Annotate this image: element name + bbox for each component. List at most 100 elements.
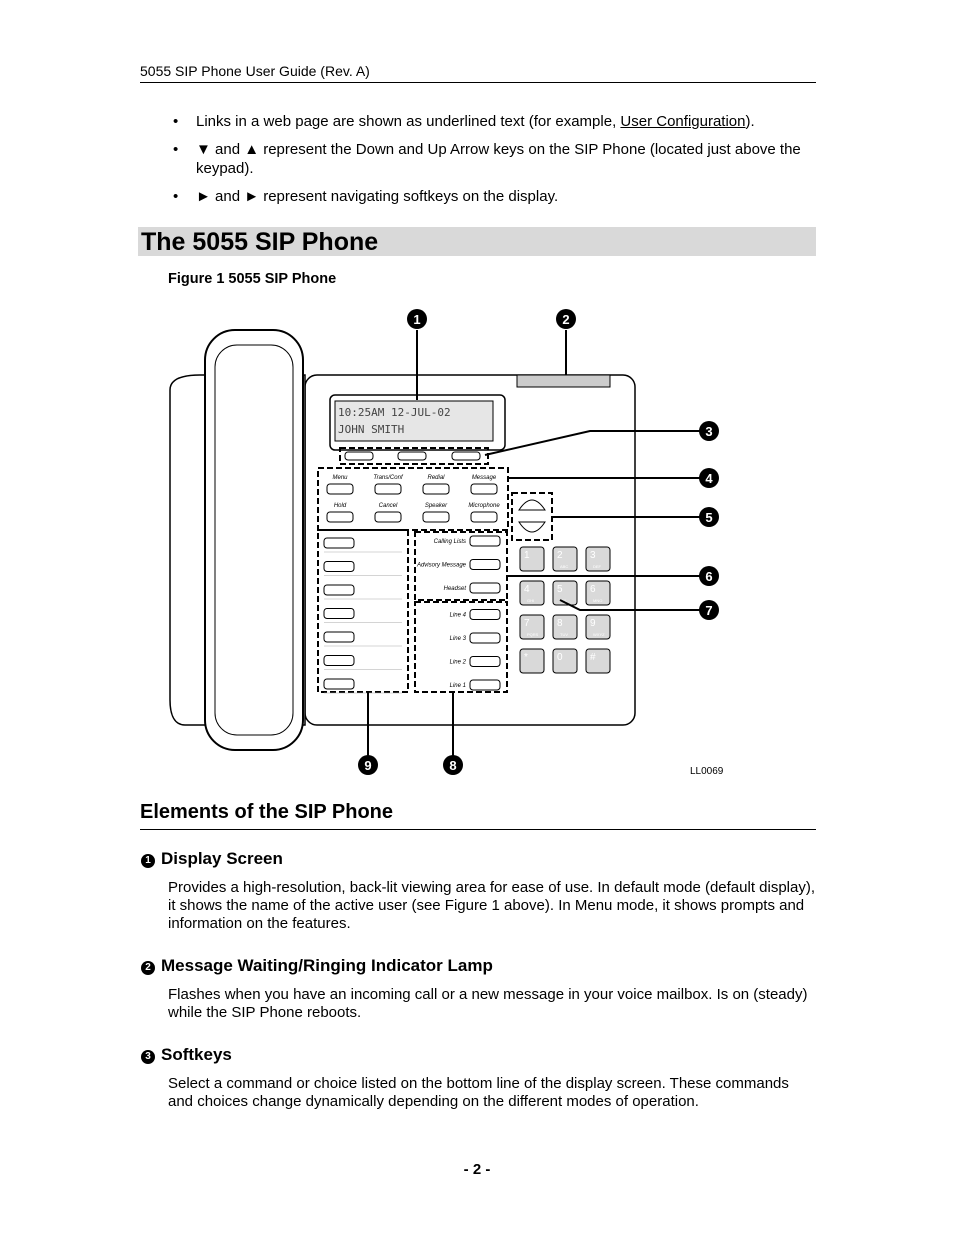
feature-key-label: Menu: [332, 475, 348, 481]
programmable-key: [323, 631, 355, 643]
keypad-digit: 1: [524, 550, 530, 561]
keypad-digit: #: [590, 652, 596, 663]
feature-key-label: Redial: [427, 475, 445, 481]
line-key-label: Line 4: [450, 613, 467, 619]
feature-key-label: Microphone: [468, 503, 500, 509]
indicator-lamp: [516, 374, 611, 388]
keypad-digit: 2: [557, 550, 563, 561]
callout-badge: [699, 600, 719, 620]
line-key-label: Line 2: [450, 660, 467, 666]
item-body-softkeys: Select a command or choice listed on the…: [168, 1075, 789, 1110]
line-key: [469, 582, 501, 594]
figure-caption: Figure 1 5055 SIP Phone: [168, 271, 337, 287]
feature-key-label: Trans/Conf: [373, 475, 404, 481]
header-rule: [140, 82, 816, 83]
keypad-digit: 3: [590, 550, 596, 561]
line-key: [469, 535, 501, 547]
user-configuration-link[interactable]: User Configuration: [620, 113, 746, 130]
callout-number: 9: [364, 758, 371, 773]
line-key-label: Calling Lists: [434, 539, 466, 545]
callout-badge: [556, 309, 576, 329]
keypad-letters: DEF: [593, 564, 602, 569]
keypad-digit: 8: [557, 618, 563, 629]
bullet-item: ► and ► represent navigating softkeys on…: [168, 187, 816, 206]
line-key-label: Line 1: [450, 683, 466, 689]
callout-number: 5: [705, 510, 712, 525]
bullet-item: ▼ and ▲ represent the Down and Up Arrow …: [168, 140, 816, 178]
callout-number: 8: [449, 758, 456, 773]
number-badge: 3: [141, 1050, 155, 1064]
keypad-letters: JKL: [560, 598, 568, 603]
softkey: [397, 451, 427, 461]
callout-number: 6: [705, 569, 712, 584]
keypad-letters: MNO: [593, 598, 602, 603]
display-screen: [334, 400, 494, 442]
feature-key-label: Message: [472, 475, 497, 481]
callout-badge: [699, 468, 719, 488]
feature-key-label: Speaker: [425, 503, 448, 509]
keypad-digit: 6: [590, 584, 596, 595]
section-title: The 5055 SIP Phone: [141, 228, 379, 256]
keypad-digit: 9: [590, 618, 596, 629]
callout-badge: [443, 755, 463, 775]
subsection-title: Elements of the SIP Phone: [140, 801, 394, 823]
callout-badge: [699, 507, 719, 527]
display-line-2: JOHN SMITH: [338, 423, 404, 436]
bullet-list: Links in a web page are shown as underli…: [168, 112, 816, 215]
keypad-key: [552, 648, 578, 674]
keypad-letters: ABC: [560, 564, 568, 569]
programmable-key: [323, 584, 355, 596]
page-header: 5055 SIP Phone User Guide (Rev. A): [140, 63, 370, 79]
page-number: - 2 -: [463, 1161, 491, 1178]
keypad-letters: PQRS: [527, 632, 539, 637]
callout-number: 1: [413, 312, 420, 327]
callout-badge: [407, 309, 427, 329]
item-body-indicator-lamp: Flashes when you have an incoming call o…: [168, 986, 808, 1021]
feature-key: [326, 483, 354, 495]
feature-key-label: Cancel: [379, 503, 398, 509]
callout-badge: [699, 421, 719, 441]
section-title-bar: [138, 227, 816, 256]
feature-key-label: Hold: [334, 503, 347, 509]
keypad-key: [519, 614, 545, 640]
keypad-digit: 0: [557, 652, 563, 663]
up-arrow-key: [518, 499, 546, 511]
line-key-label: Advisory Message: [416, 563, 467, 569]
feature-key: [374, 511, 402, 523]
keypad-key: [552, 546, 578, 572]
programmable-key: [323, 608, 355, 619]
keypad-key: [519, 546, 545, 572]
keypad-letters: TUV: [560, 632, 568, 637]
number-badge: 1: [141, 854, 155, 868]
keypad-letters: GHI: [527, 598, 534, 603]
line-key: [469, 609, 501, 620]
keypad-key: [519, 648, 545, 674]
keypad-key: [519, 580, 545, 606]
keypad-letters: WXYZ: [593, 632, 605, 637]
keypad-key: [585, 648, 611, 674]
item-body-display-screen: Provides a high-resolution, back-lit vie…: [168, 879, 816, 932]
line-key: [469, 656, 501, 667]
callout-number: 4: [705, 471, 713, 486]
feature-key: [470, 483, 498, 495]
feature-key: [326, 511, 354, 523]
figure-label-code: LL0069: [690, 766, 724, 777]
bullet-item: Links in a web page are shown as underli…: [168, 112, 816, 131]
line-key-label: Line 3: [450, 636, 467, 642]
keypad-key: [585, 580, 611, 606]
programmable-key: [323, 561, 355, 572]
feature-key: [422, 483, 450, 495]
callout-badge: [699, 566, 719, 586]
softkey: [344, 451, 374, 461]
down-arrow-key: [518, 521, 546, 533]
number-badge: 2: [141, 961, 155, 975]
keypad-key: [585, 546, 611, 572]
line-key: [469, 679, 501, 691]
line-key: [469, 632, 501, 644]
keypad-key: [552, 614, 578, 640]
display-line-1: 10:25AM 12-JUL-02: [338, 406, 451, 419]
callout-badge: [358, 755, 378, 775]
